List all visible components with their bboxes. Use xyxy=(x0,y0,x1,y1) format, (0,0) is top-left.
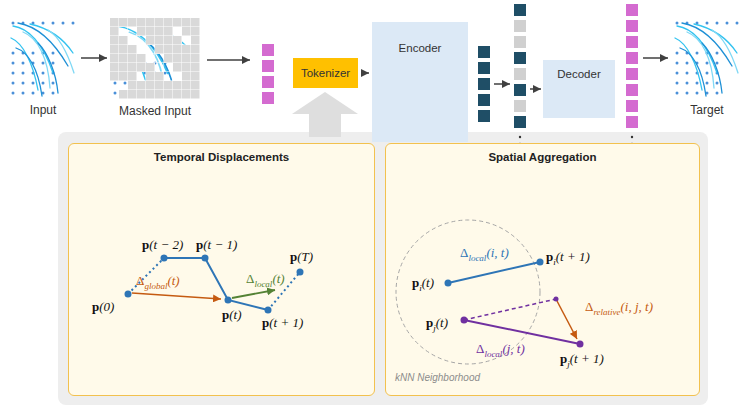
math-label: Δlocal(j, t) xyxy=(476,342,525,356)
symbol: Δ xyxy=(476,341,484,356)
symbol: Δ xyxy=(460,245,468,260)
symbol: Δ xyxy=(246,271,254,286)
subscript: j xyxy=(567,359,570,369)
region-label: kNN Neighborhood xyxy=(395,372,480,383)
subscript: global xyxy=(144,281,167,291)
spatial-panel: Spatial Aggregation xyxy=(385,143,700,396)
math-label: pj(t + 1) xyxy=(560,352,604,366)
math-label: pj(t) xyxy=(426,316,448,330)
temporal-panel: Temporal Displacements xyxy=(68,143,375,396)
target-illustration xyxy=(672,18,742,98)
symbol: p xyxy=(412,275,419,290)
math-label: pi(t + 1) xyxy=(546,250,590,264)
symbol: p xyxy=(426,315,433,330)
argument: (t) xyxy=(167,273,179,288)
argument: (i, t) xyxy=(486,245,508,260)
block-label: Encoder xyxy=(399,42,442,54)
math-label: pi(t) xyxy=(412,276,434,290)
subscript: i xyxy=(419,283,422,293)
symbol: p xyxy=(196,237,203,252)
argument: (t − 2) xyxy=(149,237,183,252)
argument: (t − 1) xyxy=(203,237,237,252)
math-label: p(t − 2) xyxy=(142,238,183,252)
subscript: relative xyxy=(593,307,620,317)
math-label: Δglobal(t) xyxy=(136,274,180,288)
math-label: Δlocal(t) xyxy=(246,272,285,286)
math-label: p(t + 1) xyxy=(262,316,303,330)
flow-arrow xyxy=(81,57,107,59)
zoom-arrow xyxy=(292,92,358,137)
argument: (j, t) xyxy=(502,341,524,356)
tokenizer-box: Tokenizer xyxy=(293,58,358,88)
encoded-tokens xyxy=(478,46,490,122)
symbol: Δ xyxy=(585,299,593,314)
symbol: p xyxy=(546,249,553,264)
image-caption: Input xyxy=(30,103,57,117)
subscript: local xyxy=(468,253,486,263)
decoder-box: Decoder xyxy=(543,60,615,118)
subscript: local xyxy=(254,279,272,289)
math-label: p(t) xyxy=(222,308,242,322)
symbol: p xyxy=(290,249,297,264)
target-image: Target xyxy=(672,18,742,98)
math-label: p(0) xyxy=(92,300,114,314)
argument: (t) xyxy=(422,275,434,290)
block-label: Decoder xyxy=(557,68,600,80)
argument: (t + 1) xyxy=(570,351,604,366)
symbol: p xyxy=(560,351,567,366)
argument: (t) xyxy=(436,315,448,330)
neighborhood-drawing xyxy=(396,220,584,364)
detail-panel xyxy=(58,132,708,405)
input-illustration xyxy=(8,18,78,98)
argument: (t + 1) xyxy=(269,315,303,330)
argument: (t) xyxy=(272,271,284,286)
trajectory-drawing xyxy=(125,255,304,314)
subscript: local xyxy=(484,349,502,359)
patch-tokens xyxy=(262,44,274,104)
argument: (i, j, t) xyxy=(621,299,654,314)
math-label: p(T) xyxy=(290,250,313,264)
image-caption: Target xyxy=(690,103,723,117)
masked-illustration xyxy=(110,18,200,99)
panel-heading: Temporal Displacements xyxy=(69,144,374,163)
math-label: p(t − 1) xyxy=(196,238,237,252)
panel-heading: Spatial Aggregation xyxy=(386,144,699,163)
symbol: p xyxy=(142,237,149,252)
subscript: i xyxy=(553,257,556,267)
image-caption: Masked Input xyxy=(119,104,191,118)
symbol: p xyxy=(222,307,229,322)
argument: (T) xyxy=(297,249,313,264)
math-label: Δlocal(i, t) xyxy=(460,246,509,260)
argument: (t) xyxy=(229,307,241,322)
argument: (t + 1) xyxy=(556,249,590,264)
symbol: p xyxy=(262,315,269,330)
argument: (0) xyxy=(99,299,114,314)
input-image: Input xyxy=(8,18,78,98)
math-label: Δrelative(i, j, t) xyxy=(585,300,653,314)
flow-arrow xyxy=(361,72,369,74)
subscript: j xyxy=(433,323,436,333)
block-label: Tokenizer xyxy=(301,67,350,79)
masked-image: Masked Input xyxy=(110,18,200,99)
symbol: Δ xyxy=(136,273,144,288)
encoder-box: Encoder xyxy=(372,22,468,142)
symbol: p xyxy=(92,299,99,314)
